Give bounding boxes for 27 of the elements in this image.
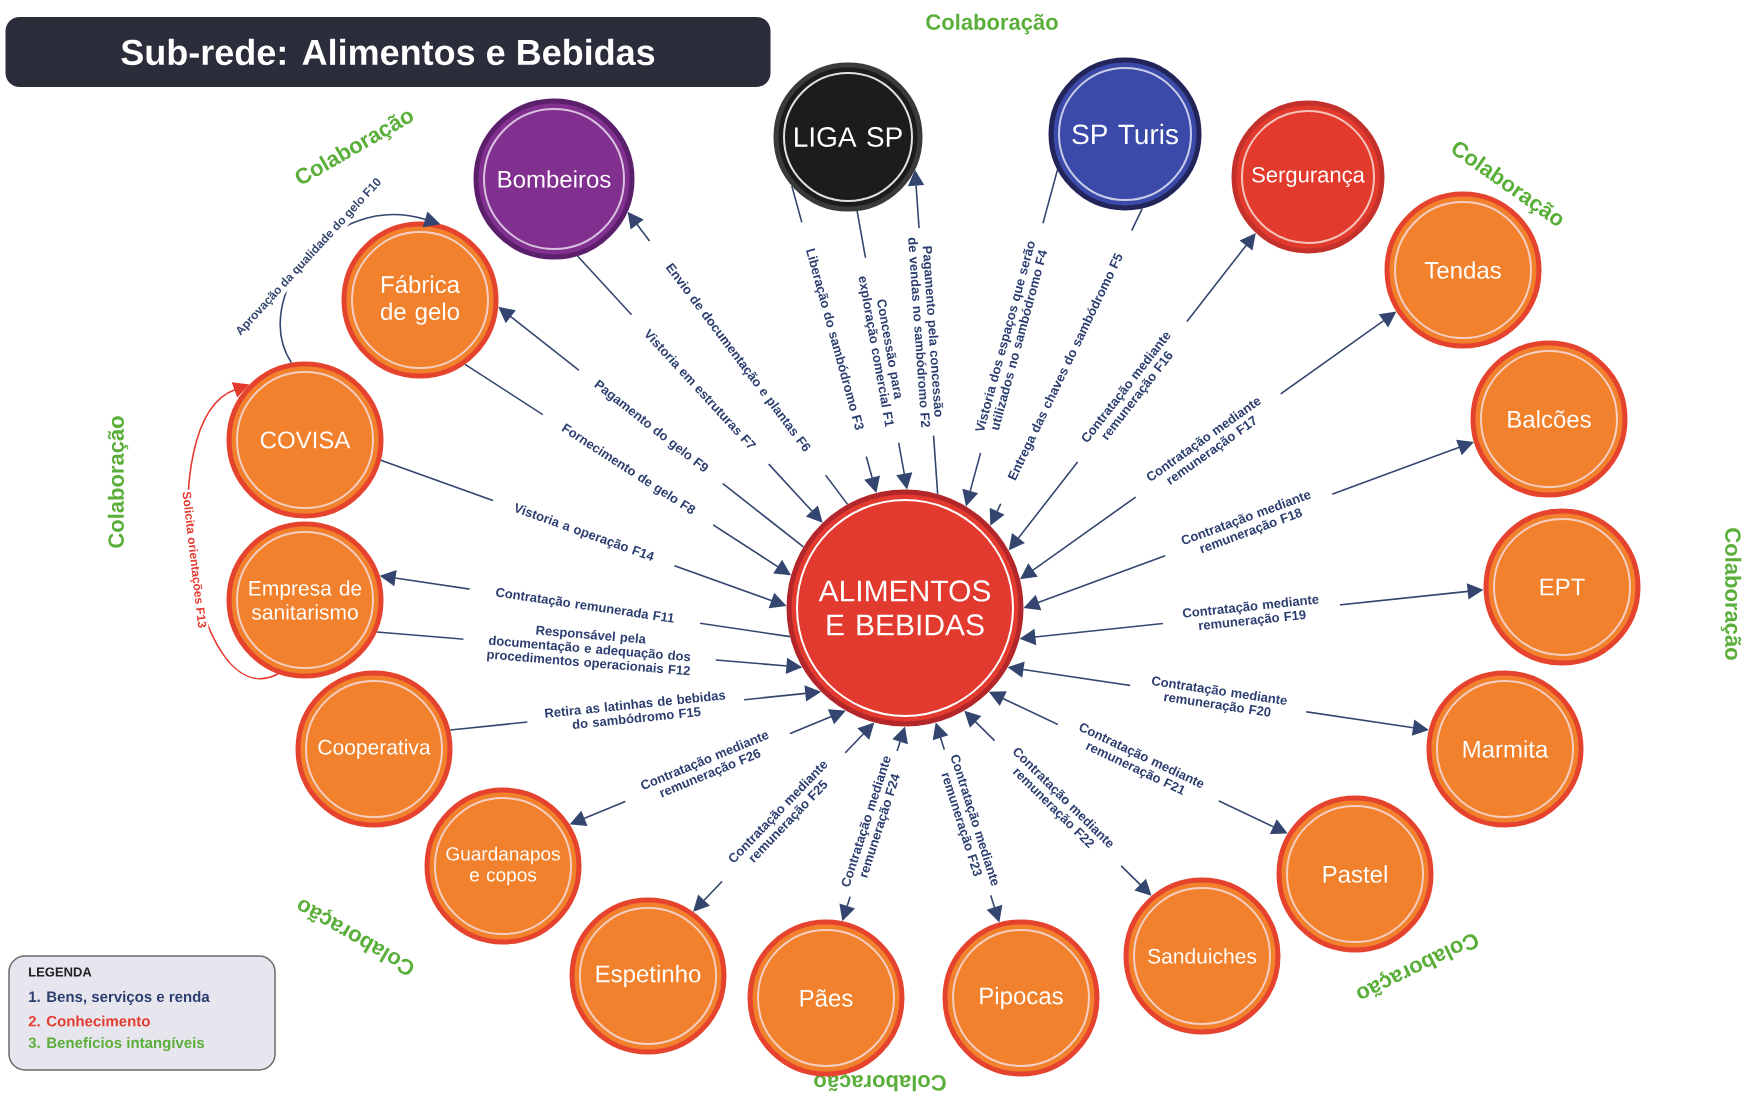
edge-label: Pagamento pela concessão de vendas no sambódromo F2 (905, 227, 947, 437)
edge-label: Solicita orientações F13 (178, 489, 209, 631)
circle-node: Guardanapos e copos (424, 787, 582, 945)
circle-node: Marmita (1426, 670, 1584, 828)
circle-node: Sanduiches (1123, 877, 1281, 1035)
circle-node: Balcões (1470, 340, 1628, 498)
edge-label: Retira as latinhas de bebidas do sambódromo F15 (525, 686, 746, 736)
circle-node: EPT (1483, 508, 1641, 666)
collaboration-label: Colaboração (926, 13, 1058, 35)
circle-node: SP Turis (1048, 57, 1202, 211)
legend-item: 1. Bens, serviços e renda (29, 991, 210, 1005)
edge-label: Contratação mediante remuneração F20 (1128, 671, 1309, 727)
circle-node: Sergurança (1231, 100, 1385, 254)
collaboration-label: Colaboração (107, 416, 129, 548)
circle-node: LIGA SP (773, 62, 923, 212)
edge-label: Contratação mediante remuneração F19 (1161, 590, 1342, 638)
circle-node: Espetinho (569, 897, 727, 1055)
legend-item: 2. Conhecimento (28, 1015, 150, 1027)
circle-node: Cooperativa (295, 670, 453, 828)
legend-heading: LEGENDA (29, 967, 92, 977)
legend-item: 3. Benefícios intangíveis (28, 1036, 205, 1052)
circle-node: Empresa de sanitarismo (226, 521, 384, 679)
circle-node: Bombeiros (473, 98, 635, 260)
circle-node: COVISA (226, 361, 384, 519)
circle-node: Pipocas (942, 919, 1100, 1077)
collaboration-label: Colaboração (1720, 528, 1742, 660)
title-banner: Sub-rede: Alimentos e Bebidas (5, 17, 771, 87)
